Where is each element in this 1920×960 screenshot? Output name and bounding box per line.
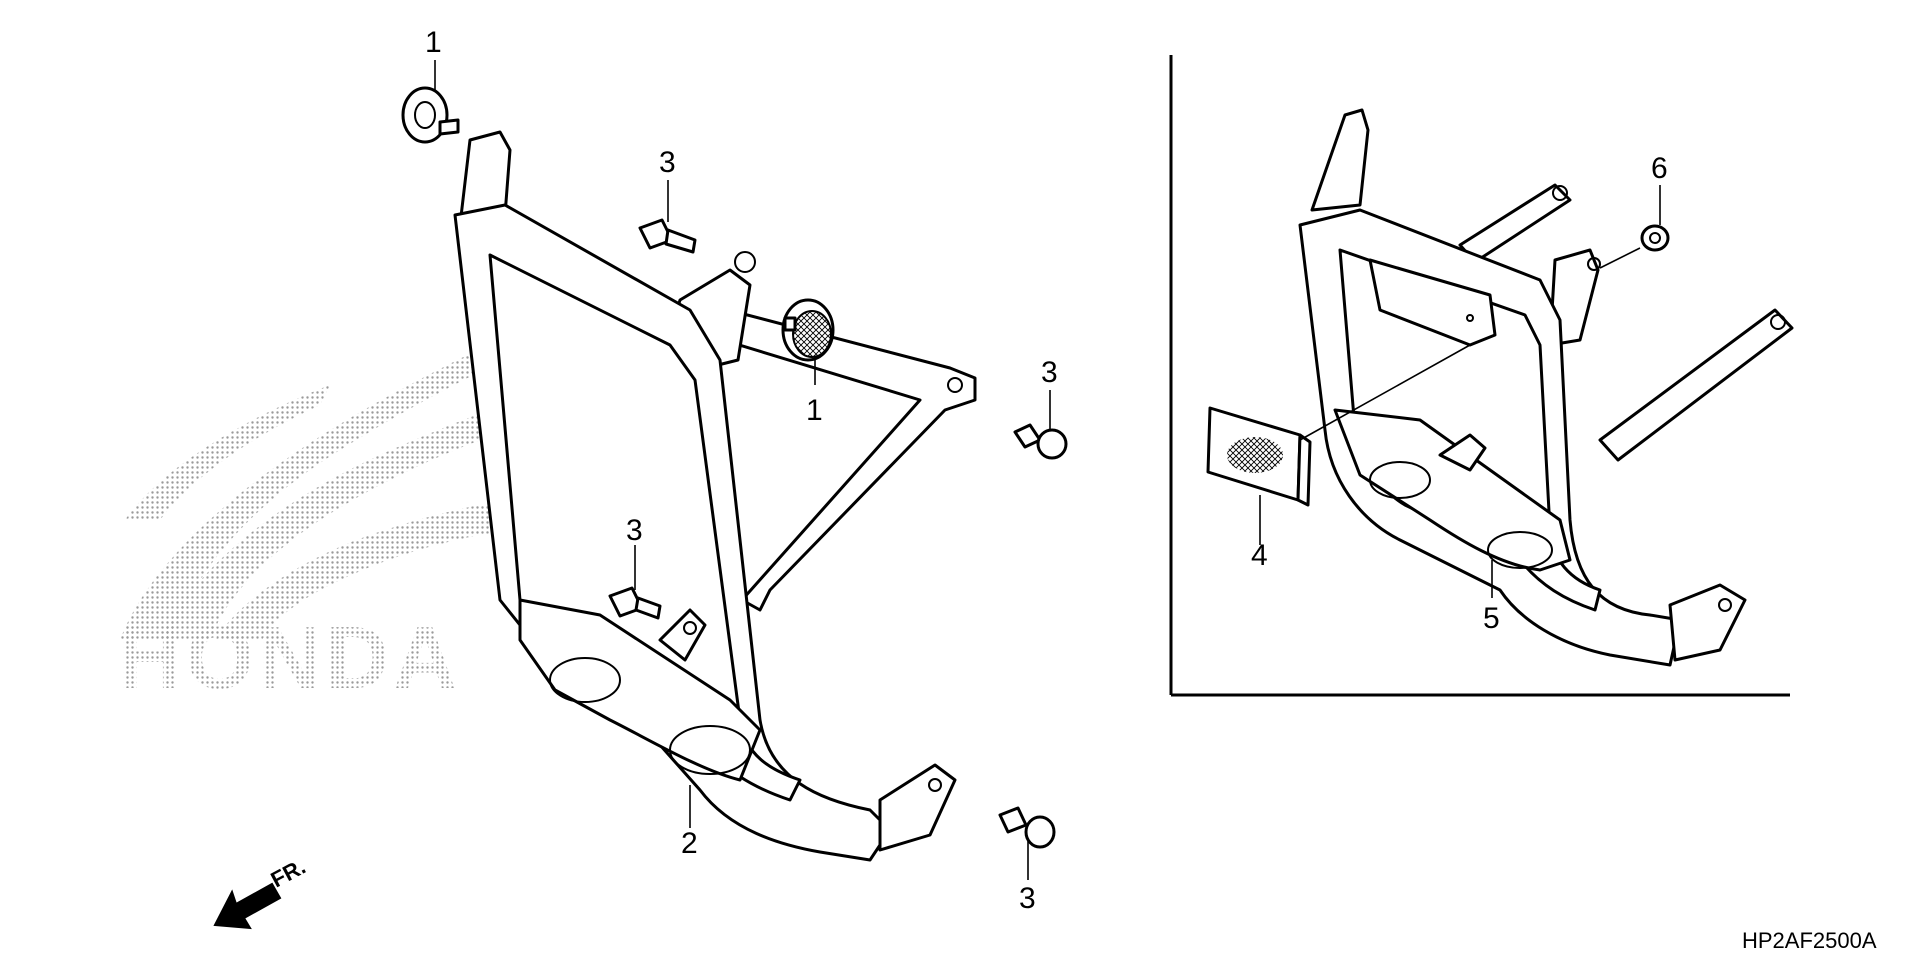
callout-part-2: 2 [681,827,698,860]
callout-part-1-upper: 1 [425,26,442,59]
grommet-part-1-lower [781,298,835,362]
honda-watermark-text: HONDA [118,608,461,707]
callout-part-4: 4 [1251,539,1268,572]
callout-part-5: 5 [1483,602,1500,635]
bolt-part-3-middle [608,586,662,620]
bolt-part-3-right [1013,423,1068,460]
inset-bumper-frame [1298,108,1794,667]
inset-box-border [1169,55,1790,697]
callout-part-6: 6 [1651,152,1668,185]
bolt-part-3-bottom [998,806,1056,849]
front-bumper-frame [453,130,977,862]
grommet-part-1-upper [401,86,460,144]
bolt-part-3-upper [638,218,697,254]
diagram-code: HP2AF2500A [1742,928,1877,953]
callout-part-3-middle: 3 [626,514,643,547]
reflector-part-4 [1206,406,1312,507]
callout-part-3-right: 3 [1041,356,1058,389]
front-direction-arrow-icon [213,882,282,930]
callout-part-3-upper: 3 [659,146,676,179]
callout-part-3-bottom: 3 [1019,882,1036,915]
callout-part-1-lower: 1 [806,394,823,427]
nut-part-6 [1640,224,1670,252]
left-leader-lines [434,60,1051,880]
inset-leader-lines [1259,185,1661,598]
